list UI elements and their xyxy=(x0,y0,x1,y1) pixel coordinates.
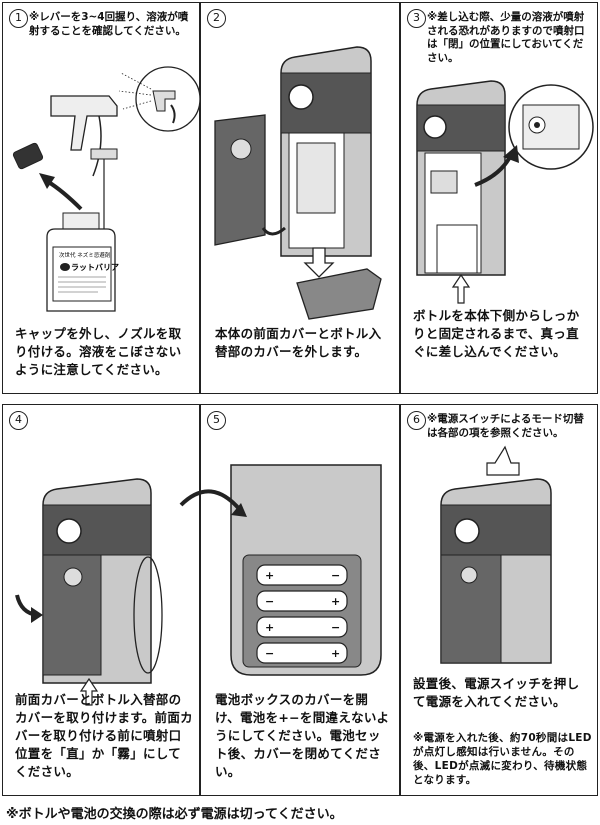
cover-removal-illustration xyxy=(214,46,382,320)
step-3-panel: 3 ※差し込む際、少量の溶液が噴射される恐れがありますので噴射口は「閉」の位置に… xyxy=(400,2,598,394)
footer-note: ※ボトルや電池の交換の際は必ず電源は切ってください。 xyxy=(6,807,343,822)
svg-text:−: − xyxy=(331,569,340,582)
step-note: ※レバーを3~4回握り、溶液が噴射することを確認してください。 xyxy=(29,11,189,37)
step-6-panel: 6 ※電源スイッチによるモード切替は各部の項を参照ください。 設置後、電源スイッ… xyxy=(400,404,598,796)
step-caption: 本体の前面カバーとボトル入替部のカバーを外します。 xyxy=(215,326,382,359)
bottle-insert-illustration xyxy=(416,80,594,304)
svg-text:+: + xyxy=(331,595,340,608)
cover-attach-illustration xyxy=(15,478,163,706)
svg-text:−: − xyxy=(265,647,274,660)
step-1-panel: 1 ※レバーを3~4回握り、溶液が噴射することを確認してください。 次世代 ネズ… xyxy=(2,2,201,394)
step-number: 3 xyxy=(407,9,426,28)
svg-text:−: − xyxy=(331,621,340,634)
svg-text:+: + xyxy=(265,569,274,582)
svg-text:−: − xyxy=(265,595,274,608)
step-caption: キャップを外し、ノズルを取り付ける。溶液をこぼさないように注意してください。 xyxy=(15,326,182,377)
step-2-panel: 2 本体の前面カバーとボトル入替部のカバーを外します。 xyxy=(200,2,400,394)
step-4-panel: 4 前面カバーとボトル入替部のカバーを取り付けます。前面カバーを取り付ける前に噴… xyxy=(2,404,200,796)
bottle-title: ラットバリア xyxy=(71,263,119,272)
step-caption: 設置後、電源スイッチを押して電源を入れてください。 xyxy=(413,676,580,709)
nozzle-attach-illustration: 次世代 ネズミ忌避剤 ラットバリア xyxy=(12,66,201,312)
step-number: 4 xyxy=(9,411,28,430)
step-number: 2 xyxy=(207,9,226,28)
step-note: ※差し込む際、少量の溶液が噴射される恐れがありますので噴射口は「閉」の位置にして… xyxy=(427,11,585,64)
svg-text:+: + xyxy=(331,647,340,660)
step-caption: ボトルを本体下側からしっかりと固定されるまで、真っ直ぐに差し込んでください。 xyxy=(413,308,580,359)
step-5-panel: 5 + − − + + − − + 電池ボックスのカバーを開け、電池を+−を間違えないよ… xyxy=(179,404,400,796)
step-number: 6 xyxy=(407,411,426,430)
step-caption-note: ※電源を入れた後、約70秒間はLEDが点灯し感知は行いません。その後、LEDが点… xyxy=(413,732,592,786)
step-number: 1 xyxy=(9,9,28,28)
bottle-subtitle: 次世代 ネズミ忌避剤 xyxy=(59,251,111,259)
step-number: 5 xyxy=(207,411,226,430)
battery-box-illustration: + − − + + − − + xyxy=(179,464,382,676)
step-caption: 前面カバーとボトル入替部のカバーを取り付けます。前面カバーを取り付ける前に噴射口… xyxy=(15,692,193,779)
power-switch-illustration xyxy=(440,445,552,664)
step-caption: 電池ボックスのカバーを開け、電池を+−を間違えないようにしてください。電池セット… xyxy=(215,692,390,779)
step-note: ※電源スイッチによるモード切替は各部の項を参照ください。 xyxy=(427,413,584,439)
svg-text:+: + xyxy=(265,621,274,634)
